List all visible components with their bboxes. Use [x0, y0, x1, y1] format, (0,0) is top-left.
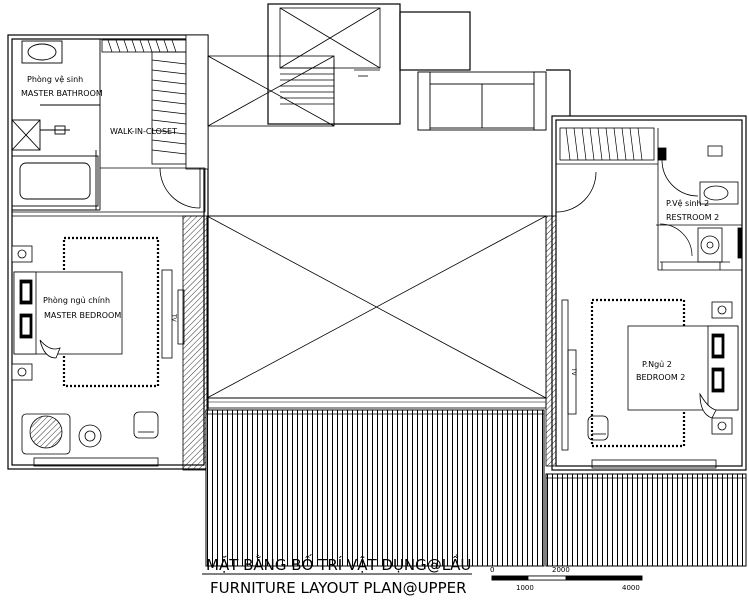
- tv-bedroom2-tag: TV: [570, 367, 577, 377]
- master-bedroom: [11, 236, 185, 467]
- master-bath-label-en: MASTER BATHROOM: [21, 89, 103, 98]
- scale-2000: 2000: [552, 566, 570, 574]
- bathtub: [11, 155, 99, 207]
- toilet-master: [21, 40, 63, 64]
- bedroom2-label-en: BEDROOM 2: [636, 373, 685, 382]
- scale-bar: [491, 575, 643, 581]
- central-void: [182, 215, 557, 471]
- master-bed-label-vn: Phòng ngủ chính: [43, 295, 110, 305]
- master-bath-label-vn: Phòng vệ sinh: [27, 74, 83, 84]
- wall-master-outer: [7, 34, 209, 470]
- scale-1000: 1000: [516, 584, 534, 592]
- drawing-title-vn: MẶT BẰNG BỐ TRÍ VẬT DỤNG@LẦU: [206, 553, 471, 574]
- drawing-title-en: FURNITURE LAYOUT PLAN@UPPER: [210, 579, 467, 597]
- balcony-deck-right: [545, 473, 747, 567]
- master-bathroom: [11, 39, 101, 211]
- scale-4000: 4000: [622, 584, 640, 592]
- restroom-2: [556, 119, 743, 271]
- bedroom-2: [561, 298, 739, 469]
- balcony-deck-left: [205, 409, 545, 567]
- bedroom2-label-vn: P.Ngủ 2: [642, 359, 672, 369]
- master-bed-label-en: MASTER BEDROOM: [44, 311, 121, 320]
- wall-bedroom2-outer: [551, 115, 747, 471]
- restroom2-label-en: RESTROOM 2: [666, 213, 719, 222]
- closet-label: WALK-IN-CLOSET: [110, 127, 177, 136]
- sofa: [417, 71, 547, 131]
- staircase: [207, 7, 471, 127]
- scale-0: 0: [490, 566, 494, 574]
- walk-in-closet: [101, 34, 209, 170]
- restroom2-label-vn: P.Vệ sinh 2: [666, 198, 709, 208]
- armchair-master: [29, 415, 63, 449]
- tv-master-tag: TV: [170, 313, 177, 323]
